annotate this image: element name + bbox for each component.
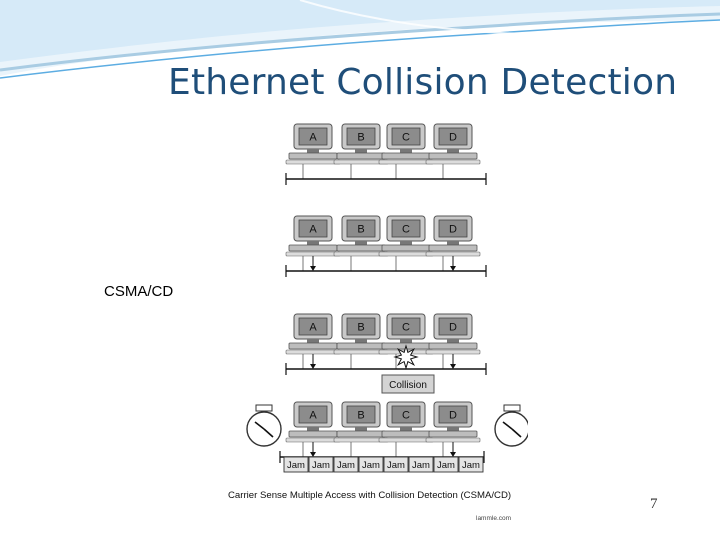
station-label: C: [402, 322, 410, 334]
page-number: 7: [650, 496, 658, 512]
computer-icon: D: [425, 215, 481, 257]
station-label: B: [357, 132, 364, 144]
computer-icon: D: [425, 123, 481, 165]
arrow-down-icon: [310, 256, 316, 271]
computer-icon: D: [425, 313, 481, 355]
computer-icon: B: [333, 123, 389, 165]
computer-icon: A: [285, 215, 341, 257]
computer-icon: C: [378, 123, 434, 165]
jam-signal-box: Jam: [458, 456, 484, 473]
station-label: D: [449, 322, 457, 334]
jam-signal-box: Jam: [308, 456, 334, 473]
jam-label: Jam: [337, 460, 355, 471]
computer-icon: C: [378, 215, 434, 257]
jam-signal-box: Jam: [358, 456, 384, 473]
computer-icon: B: [333, 401, 389, 443]
diagram-stage-1: A B C D: [285, 123, 487, 185]
collision-label-box: Collision: [381, 374, 435, 394]
station-label: A: [309, 410, 317, 422]
collision-star-icon: [393, 344, 419, 370]
jam-label: Jam: [387, 460, 405, 471]
arrow-down-icon: [450, 256, 456, 271]
computer-icon: A: [285, 123, 341, 165]
jam-signal-box: Jam: [408, 456, 434, 473]
jam-label: Jam: [312, 460, 330, 471]
arrow-down-icon: [310, 354, 316, 369]
jam-signal-box: Jam: [333, 456, 359, 473]
diagram-stage-4: A B C D Jam Jam Jam Jam Jam Jam Jam Jam: [279, 401, 485, 473]
computer-icon: A: [285, 313, 341, 355]
diagram-stage-3: A B C D Collision: [285, 313, 487, 394]
arrow-down-icon: [310, 442, 316, 457]
station-label: C: [402, 410, 410, 422]
diagram-caption: Carrier Sense Multiple Access with Colli…: [228, 490, 512, 501]
collision-label: Collision: [389, 380, 427, 391]
jam-signal-box: Jam: [283, 456, 309, 473]
diagram-stage-2: A B C D: [285, 215, 487, 277]
station-label: B: [357, 224, 364, 236]
jam-label: Jam: [412, 460, 430, 471]
station-label: A: [309, 322, 317, 334]
computer-icon: B: [333, 313, 389, 355]
jam-label: Jam: [287, 460, 305, 471]
computer-icon: C: [378, 401, 434, 443]
slide-title: Ethernet Collision Detection: [168, 62, 678, 103]
clock-icon: [246, 404, 282, 447]
computer-icon: D: [425, 401, 481, 443]
station-label: C: [402, 224, 410, 236]
station-label: D: [449, 132, 457, 144]
header-swoosh-decoration: [0, 0, 720, 79]
arrow-down-icon: [450, 354, 456, 369]
jam-label: Jam: [362, 460, 380, 471]
jam-signal-box: Jam: [433, 456, 459, 473]
arrow-down-icon: [450, 442, 456, 457]
station-label: D: [449, 224, 457, 236]
computer-icon: B: [333, 215, 389, 257]
station-label: D: [449, 410, 457, 422]
csma-cd-label: CSMA/CD: [104, 283, 174, 300]
station-label: A: [309, 224, 317, 236]
jam-label: Jam: [462, 460, 480, 471]
station-label: C: [402, 132, 410, 144]
jam-signal-box: Jam: [383, 456, 409, 473]
station-label: A: [309, 132, 317, 144]
clock-icon: [494, 404, 528, 447]
station-label: B: [357, 410, 364, 422]
station-label: B: [357, 322, 364, 334]
computer-icon: A: [285, 401, 341, 443]
jam-label: Jam: [437, 460, 455, 471]
diagram-credit: lammle.com: [476, 515, 512, 522]
